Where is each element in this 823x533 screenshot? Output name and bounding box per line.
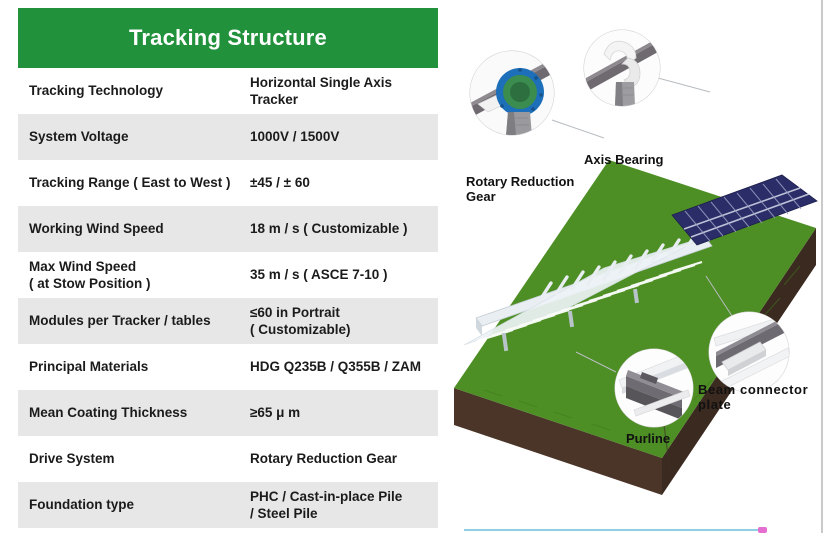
label-axis-bearing: Axis Bearing [584, 152, 664, 167]
leader-axis-bearing [657, 77, 711, 93]
tracker-isometric-diagram: Rotary Reduction Gear Axis Bearing Beam … [444, 0, 823, 533]
table-row: Foundation type PHC / Cast-in-place Pile… [18, 482, 438, 528]
callout-beam-connector-plate [708, 311, 790, 393]
leader-purline [575, 351, 617, 373]
page-title: Tracking Structure [129, 25, 327, 50]
callout-leader-lines [551, 77, 733, 373]
row-value: PHC / Cast-in-place Pile / Steel Pile [250, 488, 403, 521]
table-row: Modules per Tracker / tables ≤60 in Port… [18, 298, 438, 344]
panel-right-divider [821, 0, 823, 533]
leader-rotary-gear [551, 119, 605, 139]
table-row: Tracking Range ( East to West ) ±45 / ± … [18, 160, 438, 206]
row-label: Max Wind Speed ( at Stow Position ) [29, 258, 151, 291]
callout-axis-bearing [583, 29, 661, 107]
table-row: System Voltage 1000V / 1500V [18, 114, 438, 160]
row-value: Horizontal Single Axis Tracker [250, 74, 393, 107]
label-beam-connector-plate: Beam connector plate [698, 382, 809, 413]
row-label: Drive System [29, 451, 115, 467]
pv-module-array [671, 174, 818, 246]
pv-array-surface [671, 174, 818, 246]
leader-beam-connector [705, 275, 733, 317]
row-value: Rotary Reduction Gear [250, 451, 398, 467]
empty-table-module-lines [476, 260, 703, 343]
row-value: ≤60 in Portrait ( Customizable) [250, 304, 351, 337]
table-row: Mean Coating Thickness ≥65 μ m [18, 390, 438, 436]
pv-array-cell-lines [684, 178, 802, 242]
table-row: Working Wind Speed 18 m / s ( Customizab… [18, 206, 438, 252]
row-label: System Voltage [29, 129, 129, 145]
row-label: Working Wind Speed [29, 221, 164, 237]
row-value: HDG Q235B / Q355B / ZAM [250, 359, 422, 375]
row-label: Foundation type [29, 497, 134, 513]
row-value: 1000V / 1500V [250, 129, 340, 145]
row-label: Tracking Range ( East to West ) [29, 175, 231, 191]
tracker-scene-illustration [454, 29, 818, 495]
row-value: 18 m / s ( Customizable ) [250, 221, 408, 237]
table-row: Principal Materials HDG Q235B / Q355B / … [18, 344, 438, 390]
tracking-structure-spec-table: Tracking Structure Tracking Technology H… [18, 8, 438, 528]
rail-end-cap [476, 318, 482, 336]
row-value: ±45 / ± 60 [250, 175, 310, 191]
spec-table-header: Tracking Structure [18, 8, 438, 68]
row-label: Mean Coating Thickness [29, 405, 188, 421]
strip-marker [758, 527, 767, 533]
table-row: Tracking Technology Horizontal Single Ax… [18, 68, 438, 114]
row-label: Principal Materials [29, 359, 149, 375]
table-row: Max Wind Speed ( at Stow Position ) 35 m… [18, 252, 438, 298]
row-value: 35 m / s ( ASCE 7-10 ) [250, 267, 388, 283]
clipped-bottom-strip [444, 524, 823, 533]
strip-track-line [464, 529, 761, 531]
pv-array-rails [683, 187, 810, 238]
empty-table-posts [501, 288, 639, 352]
table-row: Drive System Rotary Reduction Gear [18, 436, 438, 482]
label-rotary-reduction-gear: Rotary Reduction Gear [466, 174, 575, 205]
label-purline: Purline [626, 431, 671, 446]
soil-front-face [454, 388, 662, 495]
tilt-struts [538, 233, 697, 302]
callout-purline [614, 348, 694, 428]
row-value: ≥65 μ m [250, 405, 301, 421]
callout-rotary-reduction-gear [469, 50, 555, 136]
row-label: Tracking Technology [29, 83, 164, 99]
row-label: Modules per Tracker / tables [29, 313, 211, 329]
